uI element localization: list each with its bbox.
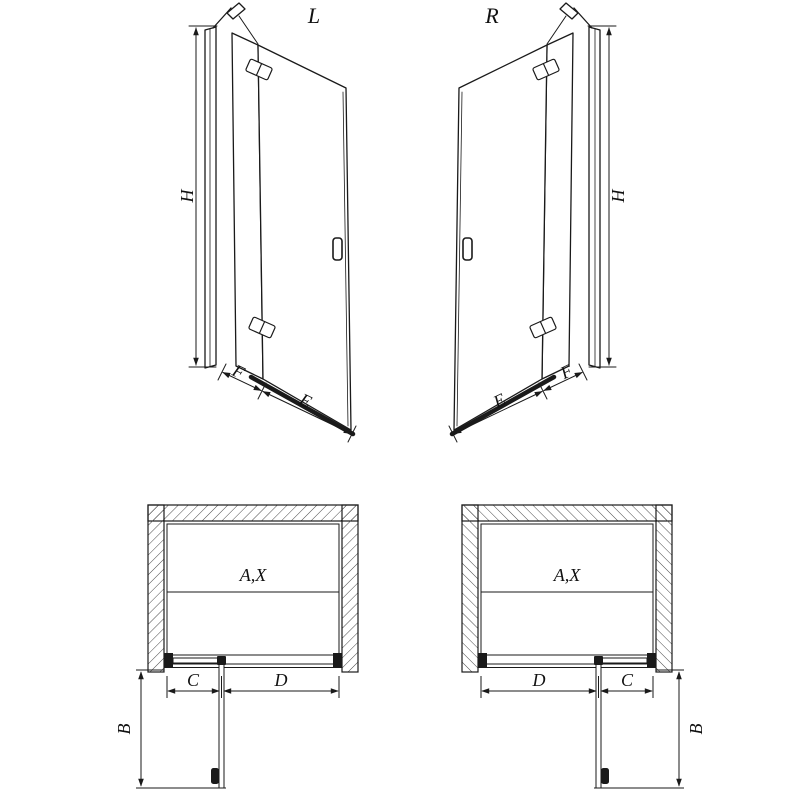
dim-c-right: C bbox=[621, 670, 634, 690]
height-dimension bbox=[188, 25, 218, 368]
handle-plan bbox=[211, 768, 219, 784]
dim-ax-left: A,X bbox=[239, 565, 267, 585]
dim-b-right: B bbox=[686, 724, 706, 735]
cd-dimensions bbox=[166, 676, 340, 698]
corner-profile-right bbox=[333, 653, 342, 668]
dim-h-right: H bbox=[608, 189, 628, 204]
hinge-bottom bbox=[248, 316, 276, 339]
dim-d-right: D bbox=[532, 670, 546, 690]
top-bracket bbox=[226, 2, 246, 20]
corner-profile-left bbox=[164, 653, 173, 668]
dim-c-left: C bbox=[187, 670, 200, 690]
view-label-right: R bbox=[484, 3, 499, 28]
floor-plan-right bbox=[462, 505, 684, 788]
fixed-panel-plan bbox=[172, 657, 221, 664]
door-handle bbox=[332, 237, 343, 261]
wall-top bbox=[147, 504, 359, 522]
enclosure-outline bbox=[166, 523, 340, 656]
labels: L R H F E H F E A,X C D B A,X D C B bbox=[114, 3, 706, 735]
width-dimensions bbox=[217, 363, 357, 443]
dim-f-right: F bbox=[556, 360, 576, 384]
dim-d-left: D bbox=[274, 670, 288, 690]
door-elevation-right bbox=[449, 3, 616, 442]
wall-right bbox=[341, 504, 359, 673]
door-elevation-left bbox=[188, 2, 357, 443]
wall-left bbox=[147, 504, 165, 673]
dim-b-left: B bbox=[114, 724, 134, 735]
hinge-plan bbox=[217, 656, 226, 665]
floor-plan-left bbox=[136, 504, 359, 789]
hinge-top bbox=[245, 58, 273, 81]
dim-f-left: F bbox=[228, 360, 248, 384]
dim-ax-right: A,X bbox=[553, 565, 581, 585]
dim-h-left: H bbox=[177, 189, 197, 204]
b-dimension bbox=[136, 669, 226, 789]
wall-profile bbox=[204, 26, 217, 369]
view-label-left: L bbox=[307, 3, 320, 28]
